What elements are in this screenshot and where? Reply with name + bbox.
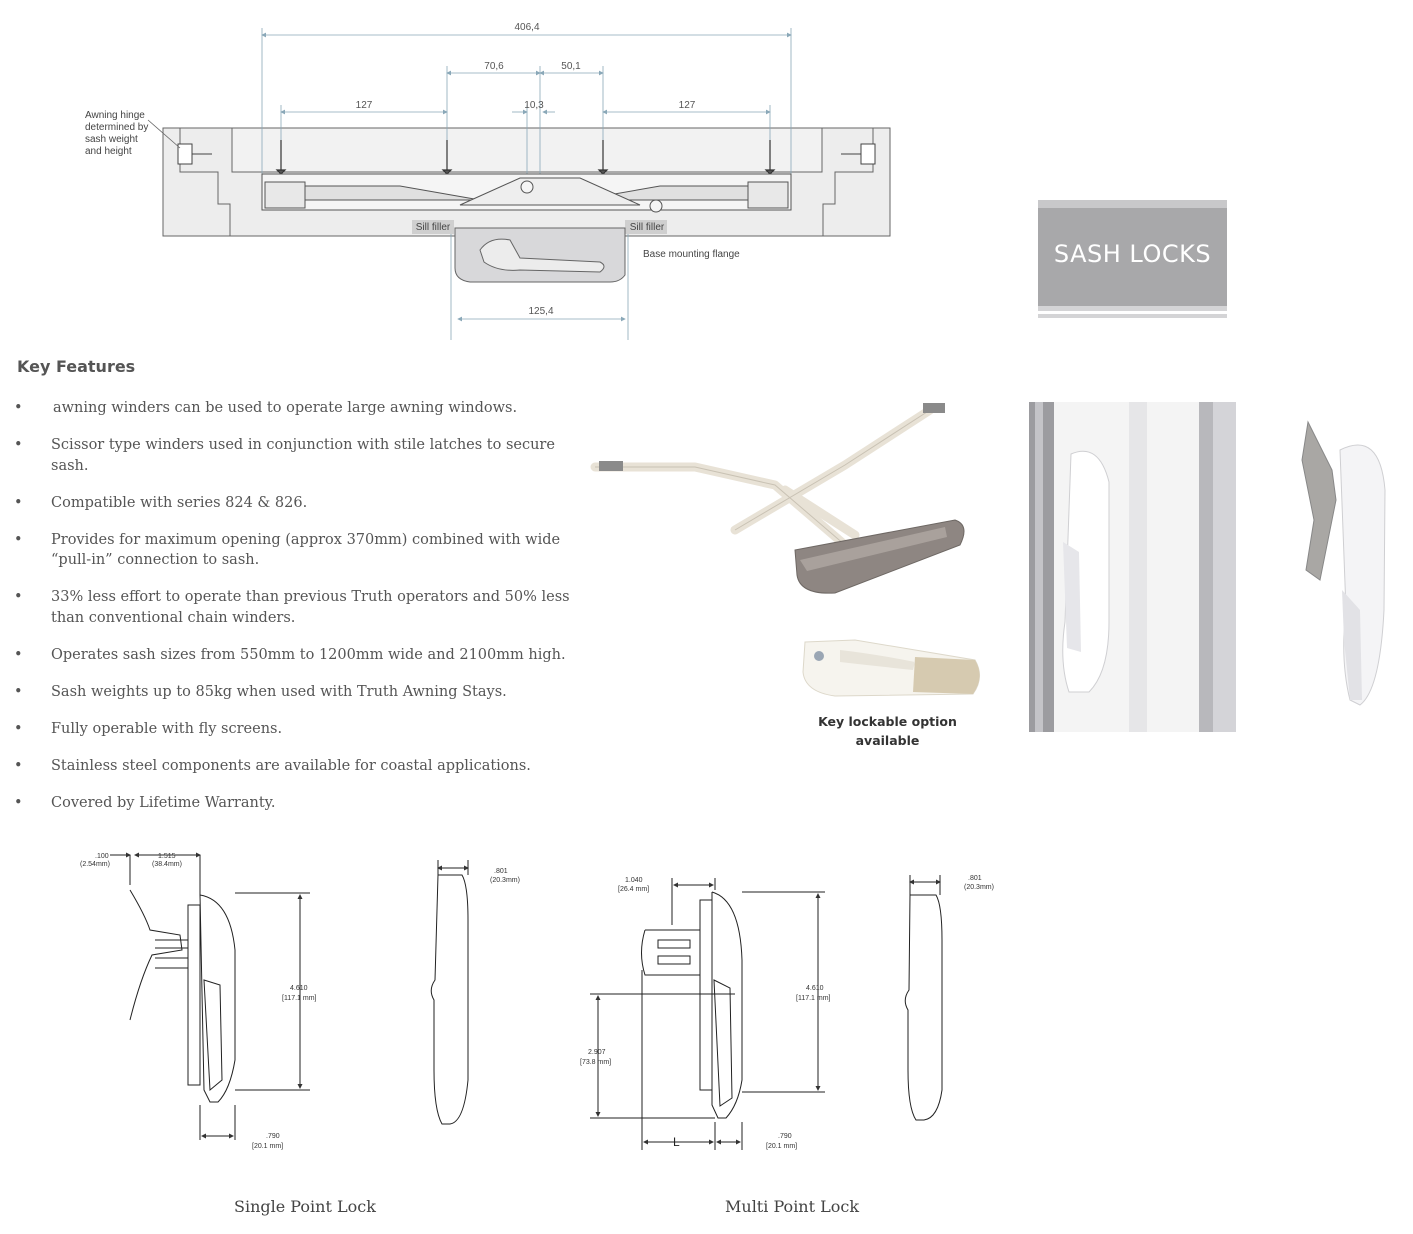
key-features-title: Key Features (17, 357, 136, 376)
lock-handle-photo (1301, 420, 1386, 706)
multi-dim-w1: .790 (778, 1133, 792, 1140)
single-dim-w2: [20.1 mm] (252, 1143, 283, 1150)
dim-overall: 406,4 (514, 22, 539, 33)
multi-side-dim1: .801 (968, 875, 982, 882)
list-item: •Provides for maximum opening (approx 37… (14, 531, 561, 569)
multi-dim-v1: 2.907 (588, 1049, 606, 1056)
single-dim-h1: 4.610 (290, 985, 308, 992)
operator-body (261, 173, 792, 213)
multi-point-lock-drawing: 1.040 [26.4 mm] 4.610 [117.1 mm] 2.907 [… (580, 875, 994, 1150)
multi-dim-v2: [73.8 mm] (580, 1059, 611, 1066)
lock-installed-photo (1029, 402, 1236, 732)
sash-locks-banner: SASH LOCKS (1038, 200, 1227, 318)
multi-dim-a1: 1.040 (625, 877, 643, 884)
dim-centre-gap: 10,3 (524, 100, 544, 111)
dim-right-centre: 50,1 (561, 61, 581, 72)
list-item: •Operates sash sizes from 550mm to 1200m… (14, 646, 566, 663)
multi-dim-h2: [117.1 mm] (796, 995, 831, 1002)
single-dim-a1: .100 (95, 853, 109, 860)
multi-point-lock-caption: Multi Point Lock (725, 1197, 860, 1216)
list-item: •Stainless steel components are availabl… (14, 757, 531, 774)
dim-left-centre: 70,6 (484, 61, 504, 72)
multi-dim-w2: [20.1 mm] (766, 1143, 797, 1150)
dim-left-outer: 127 (356, 100, 373, 111)
single-point-lock-drawing: .100 (2.54mm) 1.515 (38.4mm) 4.610 [117.… (80, 852, 520, 1150)
single-dim-w1: .790 (266, 1133, 280, 1140)
winder-assembly-drawing: 406,4 70,6 50,1 127 10,3 127 125,4 Sill … (85, 22, 891, 340)
key-features-list: •awning winders can be used to operate l… (14, 398, 579, 830)
list-item: •awning winders can be used to operate l… (14, 400, 518, 416)
hinge-note-line3: sash weight (85, 134, 138, 145)
key-lockable-caption: Key lockable option available (818, 714, 957, 748)
list-item: •Sash weights up to 85kg when used with … (14, 683, 507, 700)
list-item: •Covered by Lifetime Warranty. (14, 794, 276, 811)
list-item: •Compatible with series 824 & 826. (14, 494, 308, 511)
multi-dim-h1: 4.610 (806, 985, 824, 992)
multi-dim-L: L (673, 1135, 680, 1149)
base-handle (454, 227, 626, 283)
single-point-lock-caption: Single Point Lock (234, 1197, 376, 1216)
awning-hinges (177, 143, 876, 165)
sill-filler-left-label: Sill filler (416, 222, 451, 233)
single-dim-h2: [117.1 mm] (282, 995, 317, 1002)
list-item: •33% less effort to operate than previou… (14, 589, 570, 626)
single-dim-b2: (38.4mm) (152, 861, 182, 868)
single-side-dim1: .801 (494, 868, 508, 875)
single-dim-a2: (2.54mm) (80, 861, 110, 868)
key-lockable-image (802, 639, 980, 697)
hinge-note-line4: and height (85, 146, 132, 157)
hinge-note-line2: determined by (85, 122, 148, 133)
scissor-winder-image (590, 403, 965, 594)
sill-filler-right-label: Sill filler (630, 222, 665, 233)
hinge-note-line1: Awning hinge (85, 110, 145, 121)
list-item: •Scissor type winders used in conjunctio… (14, 437, 555, 474)
mounting-screws (275, 140, 776, 175)
single-dim-b1: 1.515 (158, 853, 176, 860)
dim-right-outer: 127 (679, 100, 696, 111)
base-flange-label: Base mounting flange (643, 249, 740, 260)
list-item: •Fully operable with fly screens. (14, 720, 283, 737)
multi-side-dim2: (20.3mm) (964, 884, 994, 891)
single-side-dim2: (20.3mm) (490, 877, 520, 884)
dim-base-width: 125,4 (528, 306, 553, 317)
banner-title: SASH LOCKS (1053, 240, 1212, 268)
multi-dim-a2: [26.4 mm] (618, 886, 649, 893)
